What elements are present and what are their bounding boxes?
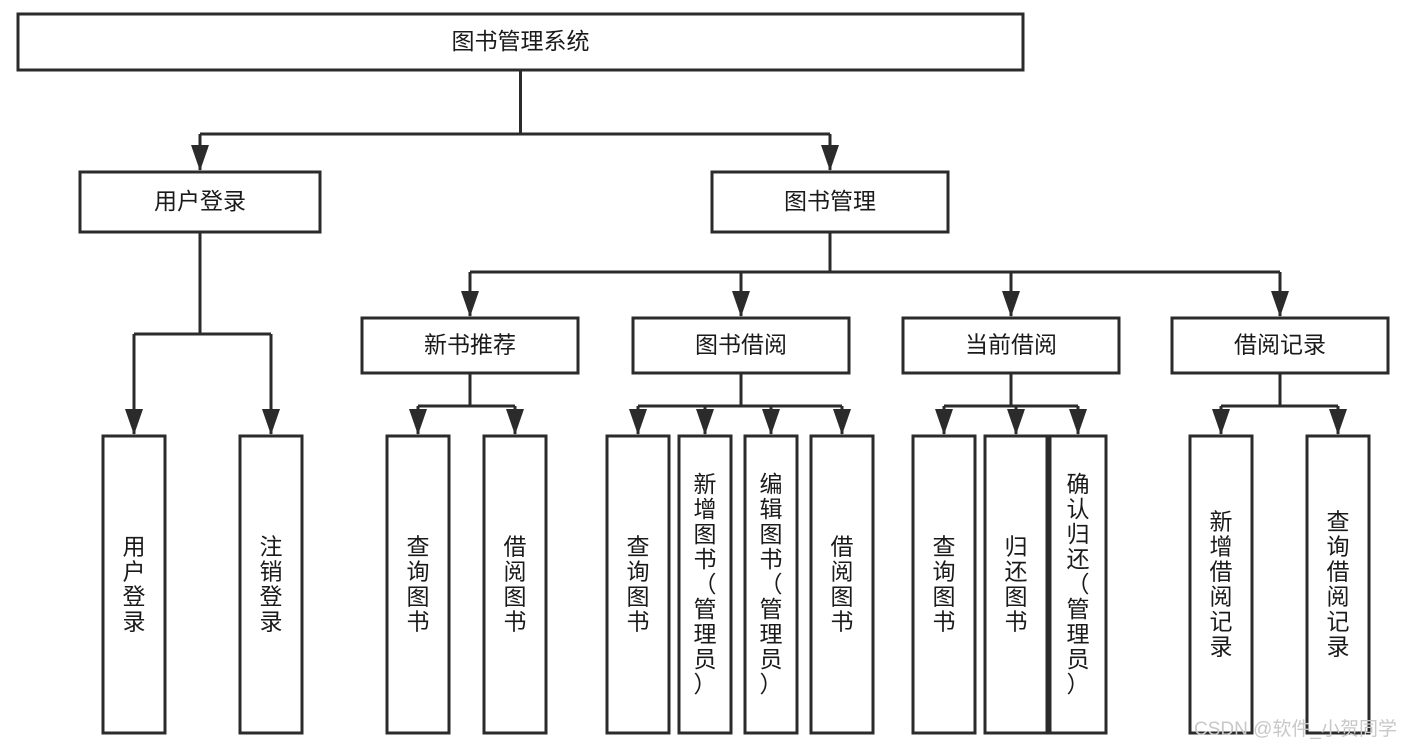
node-bb-borrow-book[interactable]: 借阅图书 bbox=[809, 434, 875, 735]
arrow-icon-nbr-borrow-book bbox=[506, 409, 524, 435]
arrow-icon-bb-borrow-book bbox=[833, 409, 851, 435]
node-label-borrow-record: 借阅记录 bbox=[1234, 332, 1326, 358]
arrow-icon-cb-confirm-return bbox=[1069, 409, 1087, 435]
node-box-new-book-rec bbox=[360, 316, 580, 375]
node-label-bb-add-book: 新增图书（管理员） bbox=[694, 471, 717, 697]
node-cb-query-book[interactable]: 查询图书 bbox=[911, 434, 977, 735]
arrow-icon-br-add-record bbox=[1212, 409, 1230, 435]
node-nbr-query-book[interactable]: 查询图书 bbox=[385, 434, 451, 735]
node-label-nbr-query-book: 查询图书 bbox=[407, 534, 430, 635]
arrow-icon-borrow-record bbox=[1271, 291, 1289, 317]
node-bb-add-book[interactable]: 新增图书（管理员） bbox=[677, 434, 733, 735]
node-label-user-logout: 注销登录 bbox=[260, 534, 283, 635]
node-box-borrow-record bbox=[1170, 316, 1390, 375]
arrow-icon-bb-edit-book bbox=[762, 409, 780, 435]
node-borrow-record[interactable]: 借阅记录 bbox=[1170, 316, 1390, 375]
node-cb-return-book[interactable]: 归还图书 bbox=[983, 434, 1049, 735]
node-label-user-login-do: 用户登录 bbox=[123, 534, 146, 635]
csdn-watermark: CSDN @软件_小贺同学 bbox=[1194, 719, 1397, 740]
node-book-borrow[interactable]: 图书借阅 bbox=[631, 316, 851, 375]
node-label-br-add-record: 新增借阅记录 bbox=[1210, 509, 1233, 660]
arrow-icon-book-manage bbox=[821, 145, 839, 171]
node-box-br-query-record bbox=[1305, 434, 1371, 735]
nodes-layer: 图书管理系统用户登录用户登录注销登录图书管理新书推荐查询图书借阅图书图书借阅查询… bbox=[16, 12, 1390, 735]
node-box-user-login bbox=[78, 170, 322, 234]
node-label-current-borrow: 当前借阅 bbox=[965, 332, 1057, 358]
node-label-cb-confirm-return: 确认归还（管理员） bbox=[1067, 471, 1090, 697]
node-label-bb-query-book: 查询图书 bbox=[627, 534, 650, 635]
node-box-nbr-query-book bbox=[385, 434, 451, 735]
node-book-manage[interactable]: 图书管理 bbox=[710, 170, 950, 234]
node-box-bb-edit-book bbox=[743, 434, 799, 735]
node-label-cb-return-book: 归还图书 bbox=[1005, 534, 1028, 635]
node-new-book-rec[interactable]: 新书推荐 bbox=[360, 316, 580, 375]
arrow-icon-nbr-query-book bbox=[409, 409, 427, 435]
node-label-br-query-record: 查询借阅记录 bbox=[1327, 509, 1350, 660]
arrow-icon-cb-query-book bbox=[935, 409, 953, 435]
arrow-icon-book-borrow bbox=[732, 291, 750, 317]
arrow-icon-cb-return-book bbox=[1007, 409, 1025, 435]
node-box-book-borrow bbox=[631, 316, 851, 375]
node-label-bb-borrow-book: 借阅图书 bbox=[831, 534, 854, 635]
node-box-nbr-borrow-book bbox=[482, 434, 548, 735]
node-nbr-borrow-book[interactable]: 借阅图书 bbox=[482, 434, 548, 735]
arrow-icon-user-logout bbox=[262, 409, 280, 435]
node-box-bb-add-book bbox=[677, 434, 733, 735]
connectors-layer bbox=[125, 70, 1347, 435]
node-label-root: 图书管理系统 bbox=[452, 28, 590, 54]
node-label-cb-query-book: 查询图书 bbox=[933, 534, 956, 635]
arrow-icon-br-query-record bbox=[1329, 409, 1347, 435]
arrow-icon-bb-query-book bbox=[629, 409, 647, 435]
node-box-book-manage bbox=[710, 170, 950, 234]
node-box-bb-query-book bbox=[605, 434, 671, 735]
node-user-login-do[interactable]: 用户登录 bbox=[101, 434, 167, 735]
node-bb-query-book[interactable]: 查询图书 bbox=[605, 434, 671, 735]
node-label-user-login: 用户登录 bbox=[154, 188, 246, 214]
node-label-nbr-borrow-book: 借阅图书 bbox=[504, 534, 527, 635]
arrow-icon-user-login-do bbox=[125, 409, 143, 435]
node-user-login[interactable]: 用户登录 bbox=[78, 170, 322, 234]
node-label-new-book-rec: 新书推荐 bbox=[424, 332, 516, 358]
node-current-borrow[interactable]: 当前借阅 bbox=[901, 316, 1121, 375]
node-box-user-logout bbox=[238, 434, 304, 735]
node-bb-edit-book[interactable]: 编辑图书（管理员） bbox=[743, 434, 799, 735]
node-label-bb-edit-book: 编辑图书（管理员） bbox=[760, 471, 783, 697]
arrow-icon-bb-add-book bbox=[696, 409, 714, 435]
node-label-book-borrow: 图书借阅 bbox=[695, 332, 787, 358]
node-label-book-manage: 图书管理 bbox=[784, 188, 876, 214]
arrow-icon-user-login bbox=[191, 145, 209, 171]
node-box-cb-query-book bbox=[911, 434, 977, 735]
node-box-root bbox=[16, 12, 1025, 72]
node-user-logout[interactable]: 注销登录 bbox=[238, 434, 304, 735]
node-box-bb-borrow-book bbox=[809, 434, 875, 735]
node-box-cb-return-book bbox=[983, 434, 1049, 735]
node-br-add-record[interactable]: 新增借阅记录 bbox=[1188, 434, 1254, 735]
node-root[interactable]: 图书管理系统 bbox=[16, 12, 1025, 72]
node-box-cb-confirm-return bbox=[1048, 434, 1108, 735]
arrow-icon-new-book-rec bbox=[461, 291, 479, 317]
arrow-icon-current-borrow bbox=[1002, 291, 1020, 317]
node-box-br-add-record bbox=[1188, 434, 1254, 735]
node-box-current-borrow bbox=[901, 316, 1121, 375]
node-br-query-record[interactable]: 查询借阅记录 bbox=[1305, 434, 1371, 735]
node-box-user-login-do bbox=[101, 434, 167, 735]
node-cb-confirm-return[interactable]: 确认归还（管理员） bbox=[1048, 434, 1108, 735]
